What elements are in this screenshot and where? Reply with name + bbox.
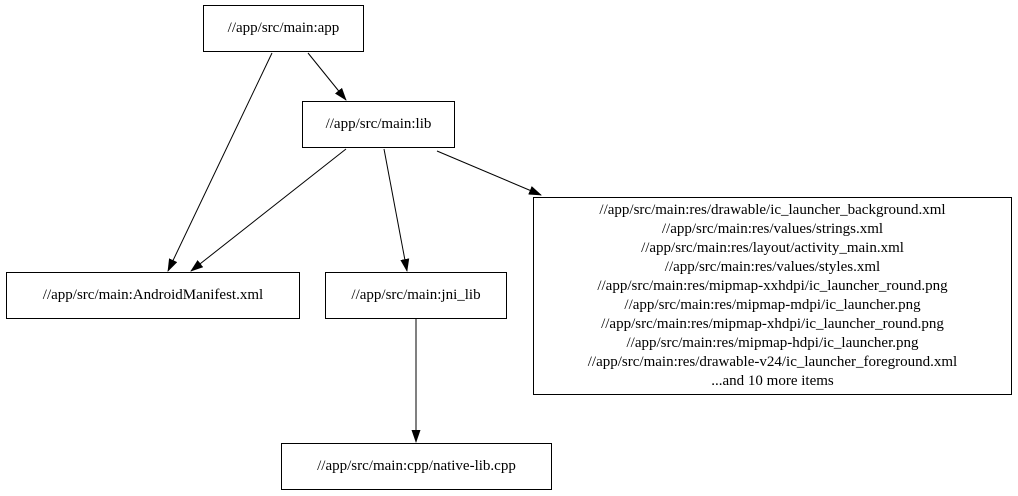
resource-line: //app/src/main:res/mipmap-hdpi/ic_launch…: [626, 335, 919, 351]
edge-lib-to-manifest: [190, 148, 347, 272]
edge-app-to-manifest: [167, 52, 273, 272]
resource-line-more: ...and 10 more items: [711, 373, 834, 389]
node-app-label: //app/src/main:app: [227, 20, 340, 36]
resource-line: //app/src/main:res/values/styles.xml: [664, 259, 881, 275]
node-android-manifest-label: //app/src/main:AndroidManifest.xml: [42, 287, 264, 303]
node-resources-group: //app/src/main:res/drawable/ic_launcher_…: [533, 197, 1012, 395]
resource-line: //app/src/main:res/mipmap-mdpi/ic_launch…: [624, 297, 921, 313]
edge-lib-to-resources: [436, 150, 542, 196]
resource-line: //app/src/main:res/drawable-v24/ic_launc…: [587, 354, 958, 370]
node-jni-lib: //app/src/main:jni_lib: [325, 272, 507, 319]
resource-line: //app/src/main:res/layout/activity_main.…: [641, 240, 904, 256]
node-native-lib-label: //app/src/main:cpp/native-lib.cpp: [317, 458, 516, 474]
edge-app-to-lib: [307, 52, 347, 101]
resource-line: //app/src/main:res/drawable/ic_launcher_…: [599, 202, 946, 218]
node-jni-lib-label: //app/src/main:jni_lib: [351, 287, 481, 303]
edge-lib-to-jnilib: [383, 148, 410, 272]
node-android-manifest: //app/src/main:AndroidManifest.xml: [6, 272, 300, 319]
node-app: //app/src/main:app: [203, 5, 364, 52]
node-lib: //app/src/main:lib: [302, 101, 455, 148]
resource-line: //app/src/main:res/mipmap-xhdpi/ic_launc…: [601, 316, 944, 332]
node-lib-label: //app/src/main:lib: [325, 116, 432, 132]
resource-line: //app/src/main:res/values/strings.xml: [661, 221, 884, 237]
resource-line: //app/src/main:res/mipmap-xxhdpi/ic_laun…: [597, 278, 948, 294]
node-native-lib: //app/src/main:cpp/native-lib.cpp: [281, 443, 552, 490]
